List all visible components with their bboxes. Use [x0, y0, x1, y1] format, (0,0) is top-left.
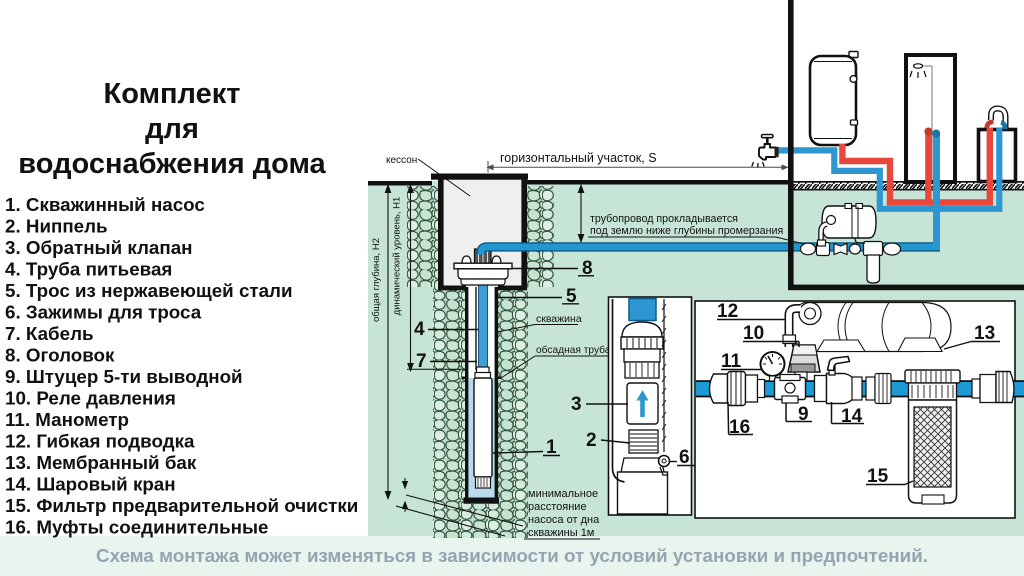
- svg-text:16: 16: [729, 417, 750, 438]
- svg-text:3. Обратный клапан: 3. Обратный клапан: [5, 237, 193, 258]
- svg-text:15: 15: [867, 466, 889, 487]
- svg-text:расстояние: расстояние: [528, 501, 587, 513]
- svg-text:для: для: [145, 113, 199, 145]
- svg-text:общая глубина, Н2: общая глубина, Н2: [371, 238, 382, 322]
- svg-text:4. Труба питьевая: 4. Труба питьевая: [5, 259, 172, 280]
- svg-text:5: 5: [566, 286, 577, 307]
- svg-text:8: 8: [582, 258, 593, 279]
- svg-text:7. Кабель: 7. Кабель: [5, 323, 94, 344]
- svg-text:трубопровод прокладывается: трубопровод прокладывается: [590, 213, 738, 225]
- svg-text:12. Гибкая подводка: 12. Гибкая подводка: [5, 431, 195, 452]
- svg-text:7: 7: [416, 351, 427, 372]
- svg-text:скважины 1м: скважины 1м: [528, 527, 594, 539]
- svg-text:14. Шаровый кран: 14. Шаровый кран: [5, 474, 176, 495]
- svg-text:8. Оголовок: 8. Оголовок: [5, 345, 115, 366]
- svg-text:5. Трос из нержавеющей стали: 5. Трос из нержавеющей стали: [5, 280, 293, 301]
- svg-text:насоса от дна: насоса от дна: [528, 514, 600, 526]
- svg-text:скважина: скважина: [536, 313, 582, 325]
- svg-text:13. Мембранный бак: 13. Мембранный бак: [5, 452, 197, 473]
- svg-text:10. Реле давления: 10. Реле давления: [5, 388, 176, 409]
- svg-text:2. Ниппель: 2. Ниппель: [5, 216, 108, 237]
- svg-text:горизонтальный участок, S: горизонтальный участок, S: [500, 151, 657, 165]
- svg-text:10: 10: [743, 323, 764, 344]
- svg-text:6: 6: [679, 447, 690, 468]
- svg-text:9. Штуцер 5-ти выводной: 9. Штуцер 5-ти выводной: [5, 366, 243, 387]
- svg-text:кессон: кессон: [386, 155, 417, 166]
- svg-text:9: 9: [798, 404, 809, 425]
- svg-text:11: 11: [721, 351, 742, 372]
- svg-text:14: 14: [841, 406, 863, 427]
- svg-text:динамический уровень, Н1: динамический уровень, Н1: [392, 197, 403, 316]
- svg-text:11. Манометр: 11. Манометр: [5, 409, 129, 430]
- svg-text:16. Муфты соединительные: 16. Муфты соединительные: [5, 517, 268, 538]
- svg-text:13: 13: [974, 323, 995, 344]
- svg-text:15. Фильтр предварительной очи: 15. Фильтр предварительной очистки: [5, 495, 358, 516]
- svg-text:под землю ниже глубины промерз: под землю ниже глубины промерзания: [590, 225, 783, 237]
- svg-text:1. Скважинный насос: 1. Скважинный насос: [5, 194, 205, 215]
- svg-text:1: 1: [546, 437, 557, 458]
- svg-text:2: 2: [586, 430, 597, 451]
- svg-text:Схема монтажа может изменяться: Схема монтажа может изменяться в зависим…: [96, 545, 928, 566]
- svg-text:водоснабжения дома: водоснабжения дома: [18, 148, 326, 180]
- svg-text:обсадная труба: обсадная труба: [536, 344, 611, 356]
- svg-text:Комплект: Комплект: [104, 78, 241, 110]
- svg-text:3: 3: [571, 394, 582, 415]
- svg-text:12: 12: [717, 301, 738, 322]
- svg-text:4: 4: [414, 319, 425, 340]
- svg-text:6. Зажимы для троса: 6. Зажимы для троса: [5, 302, 202, 323]
- svg-text:минимальное: минимальное: [528, 488, 598, 500]
